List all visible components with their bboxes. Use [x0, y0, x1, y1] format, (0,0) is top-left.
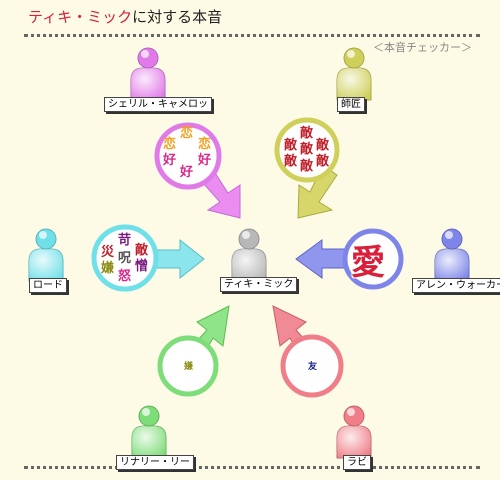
feeling-lenalee: 嫌 [184, 362, 194, 372]
feeling-road-3: 災 [101, 245, 115, 260]
circle-lavi [280, 334, 344, 398]
label-center: ティキ・ミック [220, 277, 298, 292]
person-allen [434, 228, 470, 282]
feeling-road-4: 呪 [118, 251, 132, 266]
circle-allen [342, 228, 404, 290]
label-allen: アレン・ウォーカー [412, 278, 500, 293]
label-sheryl: シェリル・キャメロッ [104, 97, 212, 112]
feeling-road-5: 憎 [135, 259, 149, 274]
person-lenalee [131, 405, 167, 459]
feeling-sheryl-2: 恋 [163, 137, 177, 152]
feeling-shisho-1: 敵 [300, 126, 314, 141]
title-name: ティキ・ミック [28, 8, 133, 26]
feeling-lavi: 友 [308, 362, 318, 372]
feeling-sheryl-5: 好 [198, 153, 212, 168]
feeling-road-7: 怒 [118, 269, 132, 284]
label-lenalee: リナリー・リー [116, 455, 194, 470]
title-rest: に対する本音 [132, 8, 223, 26]
subtitle: ＜本音チェッカー＞ [373, 41, 472, 54]
bottom-divider [24, 466, 480, 469]
person-sheryl [130, 47, 166, 101]
feeling-shisho-6: 敵 [300, 159, 314, 174]
circle-sheryl [154, 122, 222, 190]
circle-road [91, 224, 159, 292]
feeling-road-2: 敵 [135, 243, 149, 258]
person-road [28, 228, 64, 282]
person-center [231, 228, 267, 282]
feeling-shisho-5: 敵 [284, 154, 298, 169]
feeling-shisho-4: 敵 [316, 138, 330, 153]
feeling-shisho-2: 敵 [284, 138, 298, 153]
page-title: ティキ・ミックに対する本音 [28, 6, 222, 27]
feeling-sheryl-1: 恋 [180, 126, 194, 141]
top-divider [24, 34, 480, 37]
person-lavi [336, 405, 372, 459]
feeling-road-1: 苛 [118, 233, 132, 248]
feeling-sheryl-3: 恋 [198, 137, 212, 152]
circle-lenalee [157, 335, 219, 397]
feeling-sheryl-6: 好 [180, 165, 194, 180]
arrow-shisho [297, 164, 338, 219]
feeling-shisho-3: 敵 [300, 142, 314, 157]
feeling-shisho-7: 敵 [316, 154, 330, 169]
feeling-sheryl-4: 好 [163, 153, 177, 168]
circle-shisho [274, 117, 340, 183]
feeling-allen: 愛 [351, 243, 385, 283]
label-road: ロード [29, 278, 67, 293]
label-shisho: 師匠 [337, 97, 365, 112]
person-shisho [336, 47, 372, 101]
feeling-road-6: 嫌 [101, 261, 115, 276]
label-lavi: ラビ [343, 455, 371, 470]
